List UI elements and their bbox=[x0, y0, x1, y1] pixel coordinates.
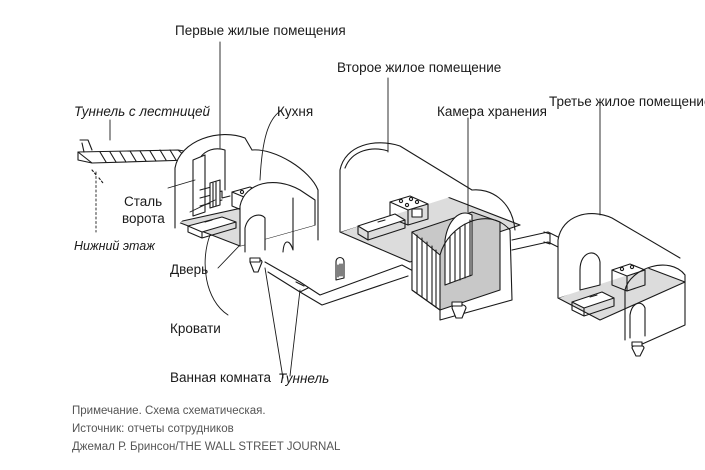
label-storage: Камера хранения bbox=[437, 104, 547, 119]
label-beds: Кровати bbox=[170, 321, 221, 336]
label-door: Дверь bbox=[170, 262, 209, 277]
first-room bbox=[174, 134, 319, 273]
leader-lines bbox=[95, 41, 601, 379]
label-third-room: Третье жилое помещение bbox=[549, 94, 705, 109]
label-bathroom: Ванная комната bbox=[170, 370, 272, 385]
main-tunnel bbox=[264, 256, 416, 306]
label-steel-gate-line1: Сталь bbox=[124, 194, 163, 209]
credit-line: Джемал Р. Бринсон/THE WALL STREET JOURNA… bbox=[72, 440, 340, 454]
note-text: Примечание. Схема схематическая. bbox=[72, 405, 266, 417]
credit-name: Джемал Р. Бринсон bbox=[72, 441, 176, 453]
second-room bbox=[339, 142, 521, 321]
label-second-room: Второе жилое помещение bbox=[337, 60, 502, 75]
credit-publication: /THE WALL STREET JOURNAL bbox=[175, 441, 341, 453]
third-room bbox=[557, 213, 686, 357]
label-tunnel-stairs: Туннель с лестницей bbox=[74, 104, 211, 119]
label-tunnel: Туннель bbox=[278, 371, 330, 386]
label-kitchen: Кухня bbox=[277, 104, 314, 119]
label-lower-floor: Нижний этаж bbox=[74, 239, 155, 253]
label-first-rooms: Первые жилые помещения bbox=[175, 23, 346, 38]
third-tunnel bbox=[511, 231, 561, 251]
source-text: Источник: отчеты сотрудников bbox=[72, 423, 234, 435]
label-steel-gate-line2: ворота bbox=[122, 211, 165, 226]
